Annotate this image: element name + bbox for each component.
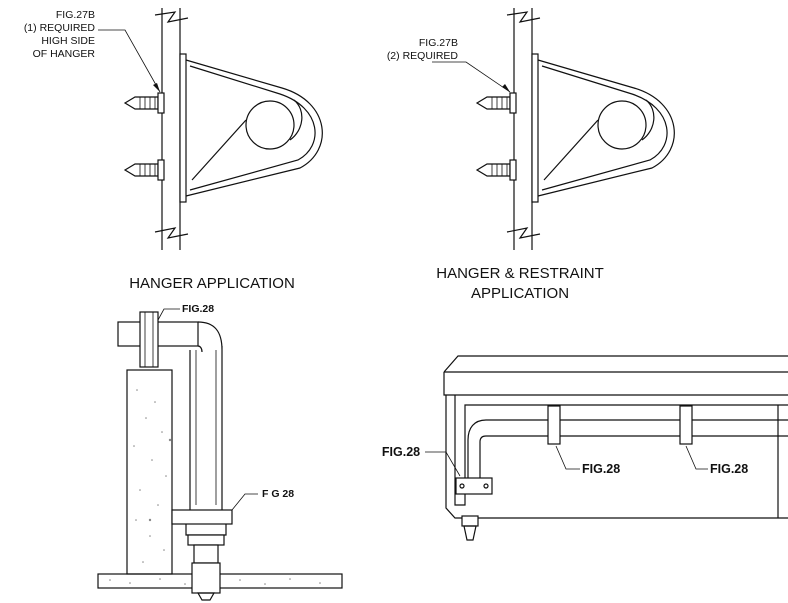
- branch-pipe: [486, 419, 788, 437]
- concrete-column: [126, 369, 173, 575]
- clamp-body: [185, 524, 227, 536]
- break-line-bottom: [506, 227, 541, 239]
- hanger-restraint-caption-line1: HANGER & RESTRAINT: [436, 265, 604, 282]
- callout-arrowhead: [502, 84, 510, 92]
- pipe-circle: [597, 100, 647, 150]
- hanger-restraint-detail: FIG.27B (2) REQUIRED HANGER & RESTRAINT …: [387, 8, 675, 302]
- concrete-stipple: [133, 389, 172, 563]
- pipe-fitting: [193, 544, 219, 564]
- callout-leader-top: [157, 308, 180, 321]
- callout-arrowhead: [153, 83, 160, 92]
- clamp-bolt: [459, 483, 465, 489]
- callout-leader-mid: [231, 493, 258, 511]
- fig28-hanger-upper: [139, 311, 159, 368]
- sprinkler-body: [191, 562, 221, 594]
- callout-fig27b-line2: (2) REQUIRED: [387, 50, 459, 62]
- lag-screw-lower: [475, 159, 517, 181]
- hanger-brace: [543, 119, 599, 181]
- slab-stipple: [109, 578, 321, 585]
- fig28-clamp: [171, 509, 233, 525]
- reducer-coupling: [461, 515, 479, 527]
- pipe-elbow-outer: [197, 321, 223, 351]
- channel-bottom: [445, 395, 788, 519]
- hanger-brace: [191, 119, 247, 181]
- pipe-cutout: [289, 99, 303, 141]
- break-line-top: [154, 11, 189, 23]
- fig28-clamp-drop: [455, 477, 493, 495]
- pipe-circle: [245, 100, 295, 150]
- hanger-backplate: [531, 53, 539, 203]
- callout-fig27b-line1: FIG.27B: [56, 9, 95, 21]
- lag-screw-upper: [123, 92, 165, 114]
- channel-inner: [454, 395, 788, 506]
- hanger-backplate: [179, 53, 187, 203]
- callout-leader: [98, 29, 161, 93]
- vertical-pipe: [189, 350, 223, 520]
- hanger-body-inner: [541, 65, 668, 191]
- clamp-bolt: [483, 483, 489, 489]
- hanger-body-outline: [185, 59, 323, 197]
- pipe-cutout: [641, 99, 655, 141]
- hanger-restraint-caption-line2: APPLICATION: [471, 285, 569, 302]
- callout-fig27b-line1: FIG.27B: [419, 37, 458, 49]
- reducer-coupling: [187, 534, 225, 546]
- callout-leader-mid: [555, 445, 580, 470]
- callout-fig28-mid: F G 28: [262, 488, 294, 500]
- break-line-top: [506, 11, 541, 23]
- sprinkler-head: [196, 592, 216, 601]
- callout-leader-right: [685, 445, 708, 470]
- fig28-hanger-mid: [547, 405, 561, 445]
- callout-fig27b-line4: OF HANGER: [33, 48, 96, 60]
- pipe-elbow-inner: [197, 345, 203, 353]
- hanger-body-inner: [189, 65, 316, 191]
- callout-fig27b-line3: HIGH SIDE: [41, 35, 95, 47]
- callout-fig28-mid: FIG.28: [582, 462, 620, 476]
- vertical-drop-detail: FIG.28 F G 28: [97, 303, 343, 601]
- callout-fig27b-line2: (1) REQUIRED: [24, 22, 96, 34]
- callout-fig28-top: FIG.28: [182, 303, 214, 315]
- channel-run-detail: FIG.28 FIG.28 FIG.28: [382, 355, 788, 541]
- hanger-application-caption: HANGER APPLICATION: [129, 275, 295, 292]
- hanger-strap-lines: [144, 312, 154, 367]
- sprinkler-head: [463, 525, 477, 541]
- slab-top-edge: [443, 355, 788, 373]
- slab-front-bottom: [443, 372, 788, 396]
- callout-fig28-left: FIG.28: [382, 445, 420, 459]
- lag-screw-lower: [123, 159, 165, 181]
- break-line-bottom: [154, 227, 189, 239]
- fig28-hanger-right: [679, 405, 693, 445]
- callout-fig28-right: FIG.28: [710, 462, 748, 476]
- hanger-body-outline: [537, 59, 675, 197]
- vertical-pipe-inner: [195, 350, 217, 505]
- pipe-elbow: [467, 419, 487, 478]
- callout-leader-left: [425, 451, 461, 477]
- lag-screw-upper: [475, 92, 517, 114]
- callout-leader: [432, 61, 511, 93]
- hanger-application-detail: FIG.27B (1) REQUIRED HIGH SIDE OF HANGER…: [24, 8, 323, 292]
